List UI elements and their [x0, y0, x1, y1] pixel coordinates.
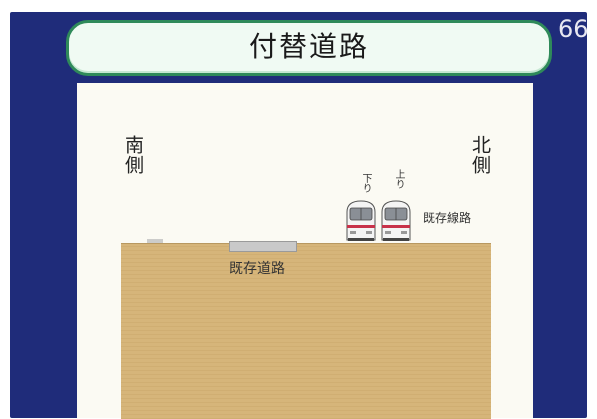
ground-cross-section	[121, 243, 491, 419]
up-track-label: 上り	[393, 169, 404, 189]
north-side-label: 北側	[469, 135, 491, 175]
existing-line-label: 既存線路	[423, 211, 472, 225]
title-banner: 付替道路	[66, 20, 552, 76]
up-train-icon	[379, 198, 413, 242]
existing-road-label: 既存道路	[229, 261, 285, 277]
down-train-icon	[344, 198, 378, 242]
page-number: 66	[558, 15, 589, 43]
existing-road-slab	[229, 241, 297, 252]
slide-title: 付替道路	[248, 30, 369, 63]
diagram-panel: 南側 北側 下り 上り	[77, 83, 533, 419]
south-side-label: 南側	[122, 135, 144, 175]
ground-marker	[147, 239, 163, 243]
down-track-label: 下り	[360, 173, 371, 193]
